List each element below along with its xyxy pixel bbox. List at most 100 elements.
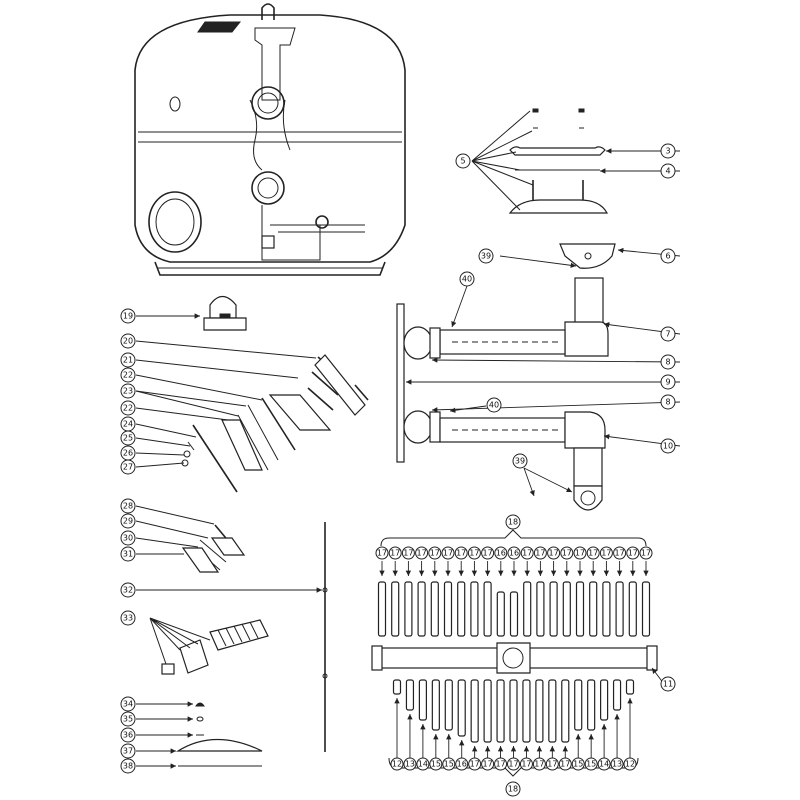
lateral-bottom-4: 15 (429, 757, 443, 771)
pipe-assembly (396, 243, 681, 511)
callout-40-top: 40 (459, 271, 475, 287)
svg-text:8: 8 (665, 358, 670, 367)
lateral-top-2: 17 (388, 546, 402, 560)
lateral-tube (600, 679, 609, 721)
svg-text:30: 30 (123, 534, 133, 543)
lateral-tube (574, 679, 583, 731)
lateral-bottom-17: 14 (597, 757, 611, 771)
callout-8-lower: 8 (660, 394, 676, 410)
svg-text:15: 15 (444, 760, 454, 769)
svg-text:17: 17 (470, 760, 480, 769)
callout-40-bottom: 40 (486, 397, 502, 413)
lateral-tube (625, 679, 635, 695)
lateral-tube (405, 679, 415, 711)
callout-39-bottom: 39 (512, 453, 528, 469)
lateral-top-16: 17 (573, 546, 587, 560)
lateral-top-3: 17 (401, 546, 415, 560)
lateral-tube (612, 679, 622, 711)
svg-text:21: 21 (123, 356, 133, 365)
lateral-bottom-1: 12 (390, 757, 404, 771)
lateral-tube (483, 581, 492, 637)
svg-text:17: 17 (560, 760, 570, 769)
lateral-bottom-19: 12 (623, 757, 637, 771)
svg-text:16: 16 (457, 760, 467, 769)
svg-text:23: 23 (123, 387, 133, 396)
lateral-bottom-14: 17 (558, 757, 572, 771)
svg-text:17: 17 (549, 549, 559, 558)
lateral-tube (548, 679, 557, 743)
svg-text:26: 26 (123, 449, 133, 458)
svg-text:17: 17 (628, 549, 638, 558)
svg-text:14: 14 (418, 760, 428, 769)
svg-text:8: 8 (665, 398, 670, 407)
svg-text:25: 25 (123, 434, 133, 443)
lateral-tube (536, 581, 545, 637)
svg-text:17: 17 (377, 549, 387, 558)
svg-text:17: 17 (508, 760, 518, 769)
lateral-top-21: 17 (639, 546, 653, 560)
svg-text:17: 17 (417, 549, 427, 558)
callout-6: 6 (660, 248, 676, 264)
callout-22-lower: 22 (120, 400, 136, 416)
manhole-parts (135, 295, 369, 493)
callout-39-top: 39 (478, 248, 494, 264)
lateral-tube (444, 679, 453, 731)
lateral-top-9: 17 (481, 546, 495, 560)
lateral-top-8: 17 (467, 546, 481, 560)
svg-text:17: 17 (443, 549, 453, 558)
lateral-tube (431, 679, 440, 731)
svg-text:17: 17 (521, 760, 531, 769)
lateral-tube (589, 581, 598, 637)
callout-8-upper: 8 (660, 354, 676, 370)
lateral-tube (562, 581, 571, 637)
lateral-tube (628, 581, 637, 637)
lateral-top-12: 17 (520, 546, 534, 560)
svg-text:13: 13 (405, 760, 415, 769)
lateral-tube (496, 679, 505, 743)
svg-text:11: 11 (663, 680, 673, 689)
svg-text:4: 4 (665, 167, 670, 176)
lateral-top-4: 17 (415, 546, 429, 560)
svg-text:34: 34 (123, 700, 133, 709)
callout-33: 33 (120, 610, 136, 626)
svg-text:27: 27 (123, 463, 133, 472)
svg-text:29: 29 (123, 517, 133, 526)
svg-text:9: 9 (665, 378, 670, 387)
sight-glass-parts (135, 505, 328, 752)
svg-text:6: 6 (665, 252, 670, 261)
svg-text:15: 15 (573, 760, 583, 769)
lateral-bottom-12: 17 (532, 757, 546, 771)
lateral-bottom-15: 15 (571, 757, 585, 771)
callout-22-upper: 22 (120, 367, 136, 383)
lateral-top-5: 17 (428, 546, 442, 560)
svg-text:38: 38 (123, 762, 133, 771)
svg-text:7: 7 (665, 330, 670, 339)
lateral-tube (615, 581, 624, 637)
lateral-bottom-5: 15 (442, 757, 456, 771)
lateral-tube (443, 581, 453, 637)
callout-27: 27 (120, 459, 136, 475)
lateral-bottom-6: 16 (455, 757, 469, 771)
svg-text:31: 31 (123, 550, 133, 559)
svg-text:17: 17 (547, 760, 557, 769)
lateral-tube (457, 581, 466, 637)
lateral-bottom-7: 17 (468, 757, 482, 771)
svg-text:18: 18 (508, 785, 518, 794)
svg-text:17: 17 (534, 760, 544, 769)
svg-text:37: 37 (123, 747, 133, 756)
lateral-tube (404, 581, 413, 637)
svg-text:14: 14 (599, 760, 609, 769)
lateral-tube (496, 591, 505, 637)
lateral-tube (417, 581, 426, 637)
lateral-bottom-2: 13 (403, 757, 417, 771)
lateral-tube (522, 679, 531, 743)
lateral-top-20: 17 (626, 546, 640, 560)
callout-29: 29 (120, 513, 136, 529)
svg-text:17: 17 (495, 760, 505, 769)
lateral-top-11: 16 (507, 546, 521, 560)
